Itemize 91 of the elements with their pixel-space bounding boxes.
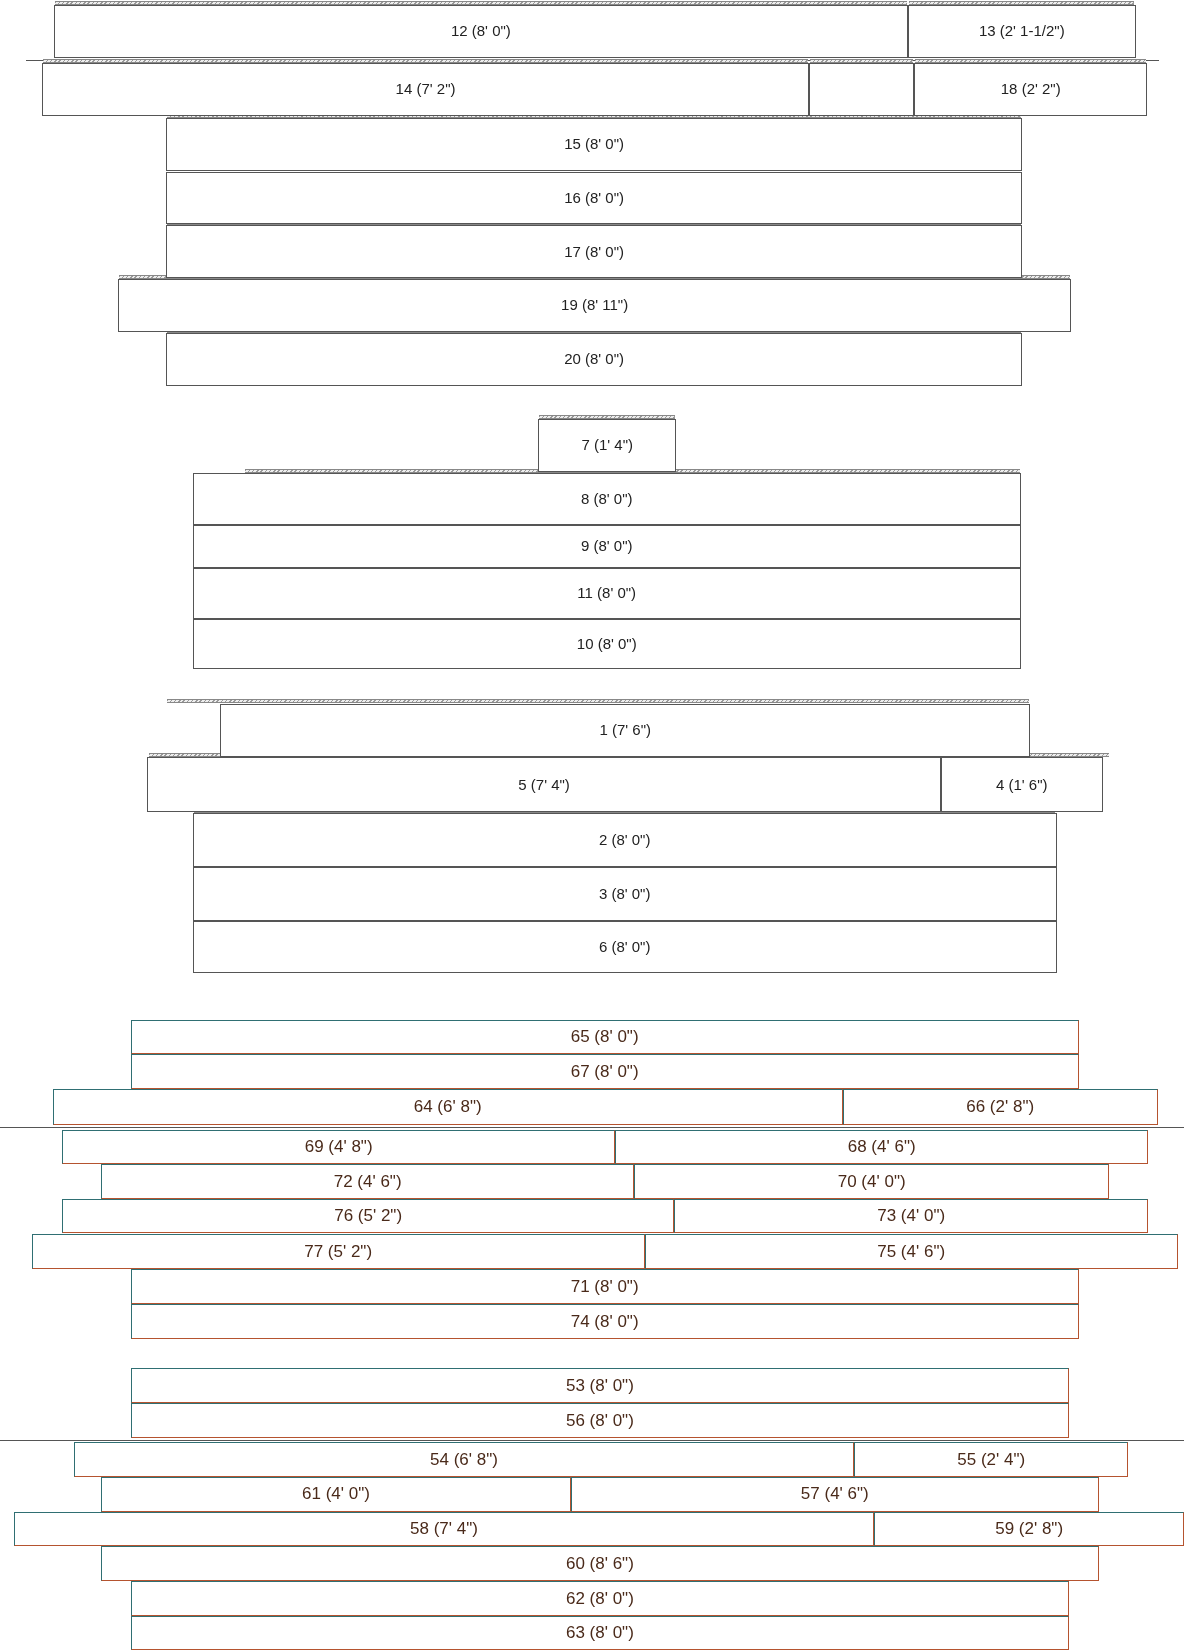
board-piece	[220, 703, 1031, 758]
board-piece	[62, 1130, 616, 1164]
board-piece	[634, 1164, 1110, 1199]
board-piece	[166, 171, 1022, 225]
board-label: 67 (8' 0")	[570, 1061, 639, 1084]
board-piece	[940, 757, 1103, 813]
board-label: 71 (8' 0")	[570, 1275, 639, 1298]
blank-board	[809, 63, 915, 116]
board-label: 14 (7' 2")	[395, 79, 456, 100]
board-piece	[147, 757, 941, 813]
board-piece	[674, 1198, 1149, 1234]
board-label: 63 (8' 0")	[565, 1621, 634, 1644]
board-label: 53 (8' 0")	[565, 1374, 634, 1397]
board-piece	[42, 63, 809, 116]
board-label: 72 (4' 6")	[333, 1170, 402, 1193]
board-piece	[62, 1198, 675, 1234]
board-piece	[192, 567, 1021, 620]
board-label: 13 (2' 1-1/2")	[978, 21, 1065, 42]
board-piece	[842, 1089, 1158, 1125]
board-piece	[874, 1511, 1184, 1547]
board-piece	[192, 813, 1057, 867]
board-piece	[615, 1130, 1149, 1164]
board-piece	[117, 279, 1072, 332]
board-piece	[130, 1054, 1079, 1090]
board-label: 59 (2' 8")	[995, 1518, 1064, 1541]
board-piece	[914, 63, 1148, 116]
board-label: 12 (8' 0")	[450, 21, 511, 42]
board-label: 10 (8' 0")	[576, 633, 637, 654]
board-piece	[130, 1615, 1070, 1650]
board-piece	[854, 1442, 1129, 1477]
board-piece	[166, 332, 1022, 386]
board-piece	[570, 1476, 1099, 1512]
board-label: 74 (8' 0")	[570, 1310, 639, 1333]
board-label: 66 (2' 8")	[966, 1096, 1035, 1119]
board-piece	[192, 524, 1021, 568]
board-label: 60 (8' 6")	[565, 1553, 634, 1575]
board-piece	[130, 1581, 1070, 1616]
board-piece	[130, 1403, 1070, 1438]
board-label: 17 (8' 0")	[564, 241, 625, 262]
board-label: 19 (8' 11")	[561, 295, 629, 316]
board-piece	[908, 5, 1136, 58]
board-label: 76 (5' 2")	[334, 1205, 403, 1228]
board-label: 6 (8' 0")	[598, 936, 651, 957]
board-piece	[101, 1164, 635, 1199]
board-label: 16 (8' 0")	[564, 187, 625, 208]
board-piece	[192, 866, 1057, 921]
board-piece	[192, 472, 1021, 525]
board-label: 20 (8' 0")	[564, 348, 625, 369]
board-piece	[52, 1089, 843, 1125]
board-label: 77 (5' 2")	[304, 1240, 373, 1263]
board-label: 15 (8' 0")	[564, 134, 625, 155]
board-label: 2 (8' 0")	[598, 829, 651, 850]
board-piece	[130, 1304, 1079, 1339]
board-piece	[130, 1368, 1070, 1404]
board-label: 61 (4' 0")	[302, 1483, 370, 1506]
board-label: 65 (8' 0")	[570, 1026, 639, 1049]
board-piece	[101, 1546, 1099, 1582]
board-label: 7 (1' 4")	[581, 435, 634, 456]
board-label: 68 (4' 6")	[847, 1136, 916, 1159]
board-piece	[13, 1511, 875, 1547]
board-label: 57 (4' 6")	[800, 1483, 869, 1506]
board-label: 70 (4' 0")	[837, 1170, 906, 1193]
board-label: 9 (8' 0")	[580, 535, 633, 556]
board-label: 56 (8' 0")	[565, 1409, 634, 1432]
board-piece	[73, 1442, 855, 1477]
board-piece	[130, 1269, 1079, 1305]
board-label: 58 (7' 4")	[410, 1518, 478, 1541]
board-label: 18 (2' 2")	[1000, 79, 1061, 100]
board-piece	[53, 5, 908, 58]
board-label: 64 (6' 8")	[413, 1096, 482, 1119]
board-label: 55 (2' 4")	[957, 1448, 1026, 1471]
board-label: 73 (4' 0")	[877, 1205, 946, 1228]
board-piece	[538, 419, 677, 472]
board-piece	[166, 117, 1022, 171]
board-piece	[31, 1233, 645, 1270]
board-label: 54 (6' 8")	[430, 1448, 498, 1471]
board-piece	[192, 619, 1021, 669]
board-label: 4 (1' 6")	[996, 774, 1048, 795]
board-label: 69 (4' 8")	[304, 1136, 373, 1159]
board-label: 1 (7' 6")	[599, 720, 651, 741]
board-piece	[130, 1019, 1079, 1055]
board-label: 62 (8' 0")	[565, 1587, 634, 1610]
board-piece	[166, 225, 1022, 279]
board-label: 8 (8' 0")	[580, 488, 633, 509]
board-label: 75 (4' 6")	[877, 1240, 946, 1263]
board-label: 11 (8' 0")	[577, 583, 637, 604]
board-label: 3 (8' 0")	[598, 883, 651, 904]
board-piece	[101, 1476, 571, 1512]
board-label: 5 (7' 4")	[518, 774, 570, 795]
board-piece	[644, 1233, 1178, 1270]
board-piece	[192, 920, 1057, 974]
